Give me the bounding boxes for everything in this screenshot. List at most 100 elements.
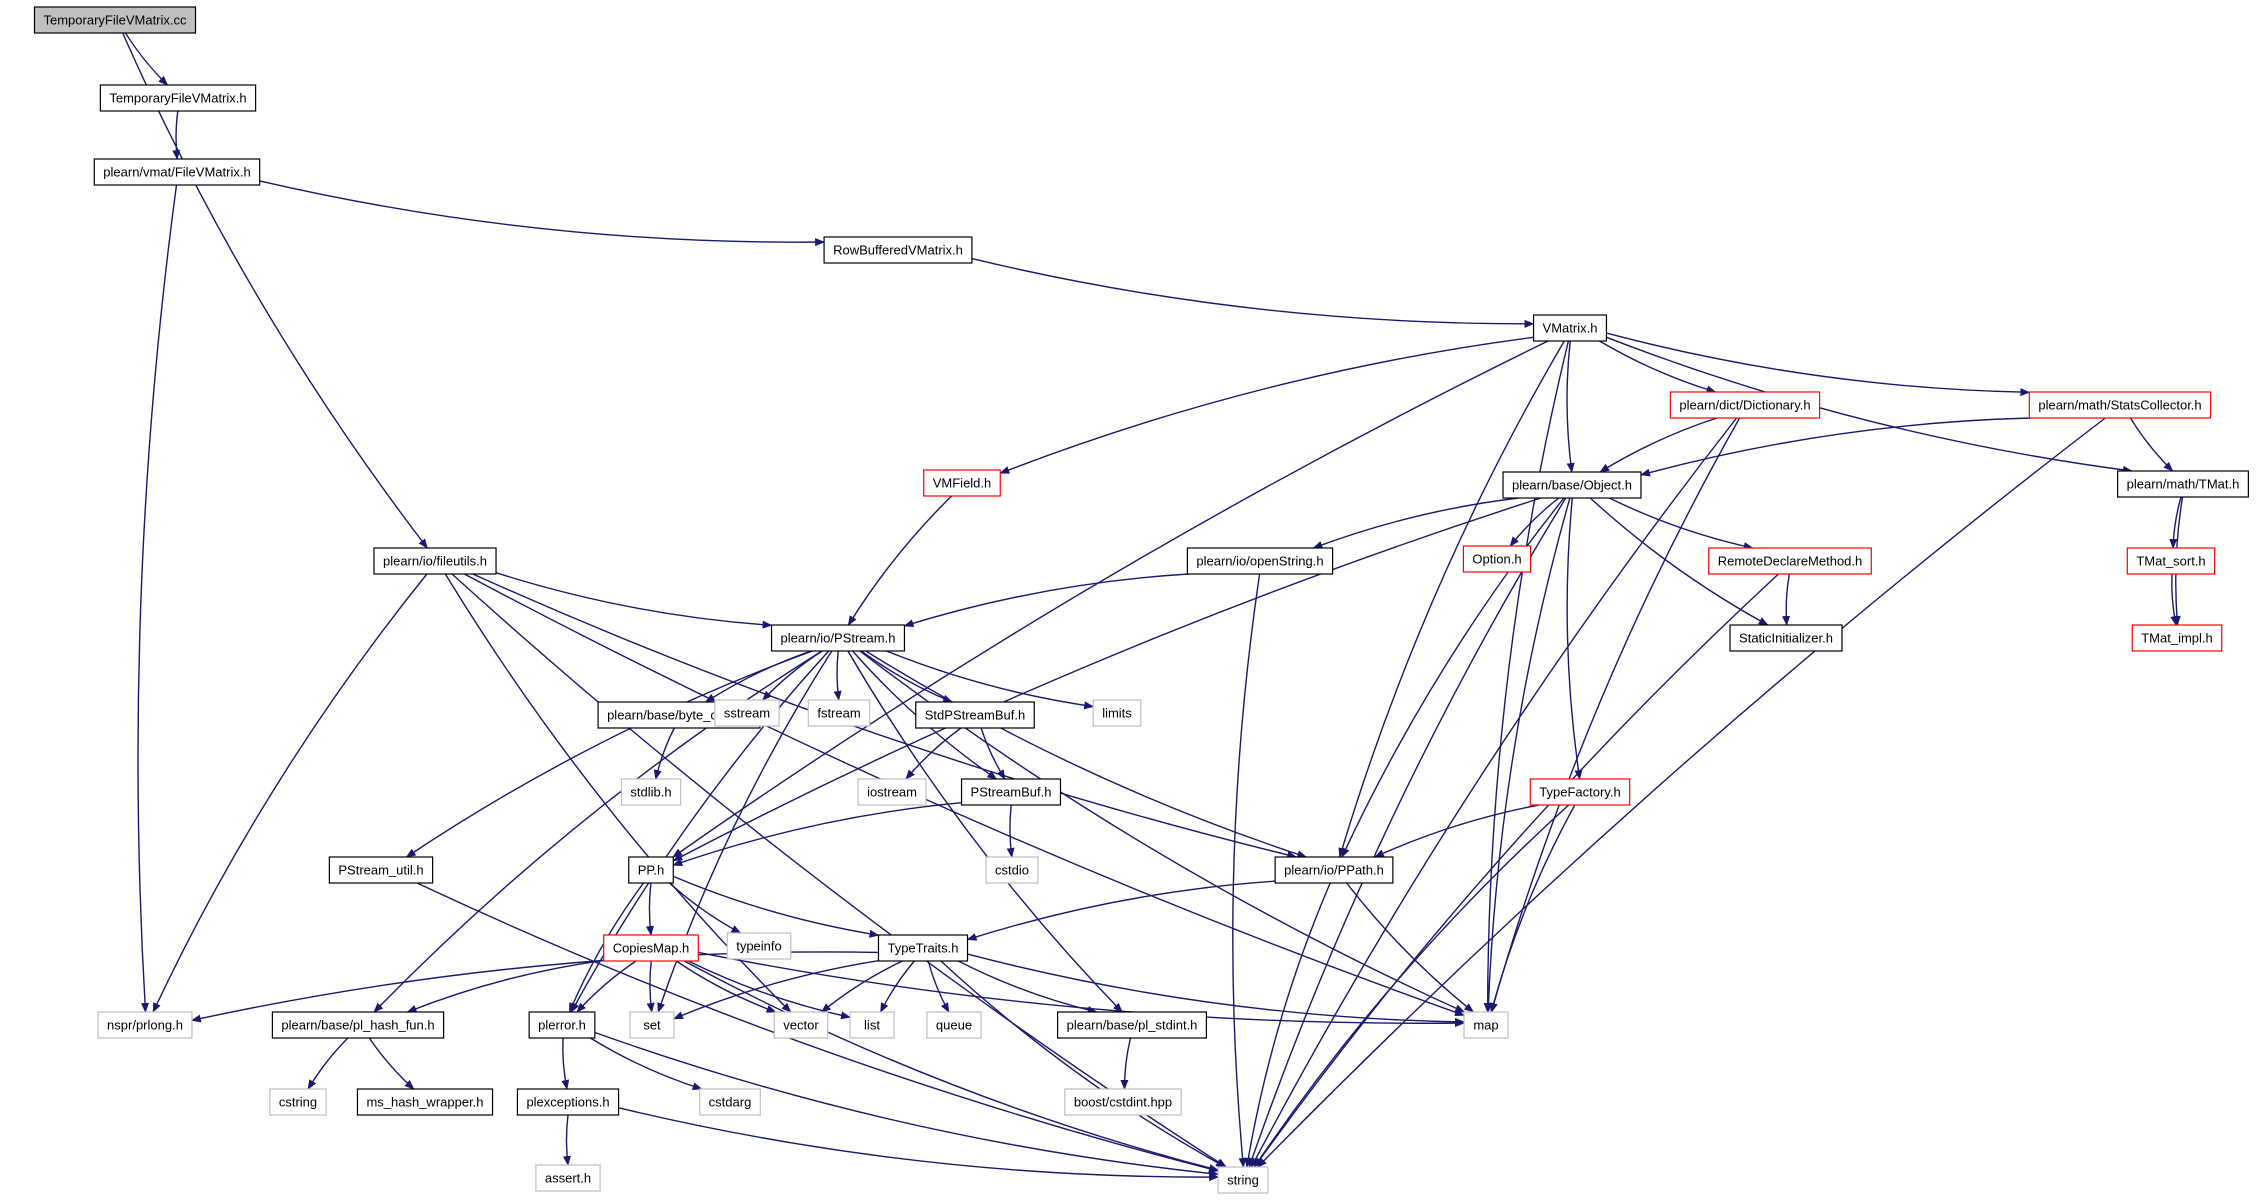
edge-plstdint-to-boostcstdint [1120, 1037, 1132, 1090]
node-label: fstream [817, 706, 860, 721]
node-box [2028, 391, 2212, 419]
node-label: set [643, 1018, 661, 1033]
node-label: nspr/prlong.h [107, 1018, 183, 1033]
node-box [33, 6, 197, 34]
node-tmat[interactable]: plearn/math/TMat.h [2117, 470, 2249, 498]
node-stdpsbuf[interactable]: StdPStreamBuf.h [915, 701, 1035, 729]
edge-typetraits-to-vector [820, 960, 903, 1013]
node-plerror[interactable]: plerror.h [528, 1011, 596, 1039]
node-tmatimpl[interactable]: TMat_impl.h [2131, 624, 2223, 652]
node-plstdint[interactable]: plearn/base/pl_stdint.h [1056, 1011, 1208, 1039]
node-rowbuf[interactable]: RowBufferedVMatrix.h [823, 236, 973, 264]
edge-vmatrix-to-vmfield [999, 336, 1534, 474]
node-statscoll[interactable]: plearn/math/StatsCollector.h [2028, 391, 2212, 419]
node-fileutils[interactable]: plearn/io/fileutils.h [373, 547, 497, 575]
node-label: plearn/math/StatsCollector.h [2038, 398, 2201, 413]
node-ppath[interactable]: plearn/io/PPath.h [1274, 856, 1394, 884]
node-openstring[interactable]: plearn/io/openString.h [1186, 547, 1334, 575]
node-vmatrix[interactable]: VMatrix.h [1532, 314, 1608, 342]
node-box [271, 1011, 445, 1039]
node-plhash[interactable]: plearn/base/pl_hash_fun.h [271, 1011, 445, 1039]
node-label: string [1227, 1173, 1259, 1188]
node-copiesmap[interactable]: CopiesMap.h [603, 934, 699, 962]
node-vmfield[interactable]: VMField.h [923, 469, 1001, 497]
edge-typetraits-to-map [967, 953, 1465, 1026]
node-psutil[interactable]: PStream_util.h [328, 856, 434, 884]
edge-vmfield-to-pstream [847, 495, 953, 626]
node-prlong[interactable]: nspr/prlong.h [97, 1011, 193, 1039]
edge-rowbuf-to-vmatrix [971, 257, 1535, 328]
node-box [1092, 699, 1142, 727]
node-queue[interactable]: queue [926, 1011, 982, 1039]
edge-pstream-to-plstdint [847, 650, 1123, 1013]
node-filevmatrix[interactable]: plearn/vmat/FileVMatrix.h [93, 158, 261, 186]
node-boostcstdint[interactable]: boost/cstdint.hpp [1064, 1088, 1182, 1116]
edge-openstring-to-string [1232, 573, 1261, 1168]
edge-ppath-to-string [1244, 882, 1331, 1168]
edge-fileutils-to-string [451, 573, 1227, 1168]
node-string[interactable]: string [1217, 1166, 1269, 1194]
node-label: plearn/io/PStream.h [781, 631, 896, 646]
edge-tmat-to-tmatsort [2169, 496, 2182, 549]
node-assert[interactable]: assert.h [535, 1164, 601, 1192]
edge-tmatsort-to-tmatimpl [2170, 573, 2179, 626]
node-iostream[interactable]: iostream [857, 778, 927, 806]
node-tfvm_h[interactable]: TemporaryFileVMatrix.h [99, 84, 257, 112]
node-stdlib[interactable]: stdlib.h [620, 778, 682, 806]
node-box [1708, 547, 1872, 575]
node-object[interactable]: plearn/base/Object.h [1502, 471, 1642, 499]
node-map[interactable]: map [1463, 1011, 1509, 1039]
node-option[interactable]: Option.h [1462, 545, 1532, 573]
node-box [1186, 547, 1334, 575]
node-mshash[interactable]: ms_hash_wrapper.h [356, 1088, 494, 1116]
node-cstdio[interactable]: cstdio [985, 856, 1039, 884]
node-typeinfo[interactable]: typeinfo [726, 932, 792, 960]
node-box [93, 158, 261, 186]
node-label: typeinfo [736, 939, 782, 954]
node-label: TMat_impl.h [2141, 631, 2213, 646]
node-cstring[interactable]: cstring [269, 1088, 327, 1116]
edge-dictionary-to-object [1599, 417, 1718, 473]
node-psbuf[interactable]: PStreamBuf.h [960, 778, 1062, 806]
node-typefactory[interactable]: TypeFactory.h [1529, 778, 1631, 806]
node-label: cstdarg [709, 1095, 752, 1110]
node-box [1532, 314, 1608, 342]
node-pp[interactable]: PP.h [628, 856, 674, 884]
node-box [726, 932, 792, 960]
node-box [923, 469, 1001, 497]
edge-typefactory-to-ppath [1374, 804, 1540, 858]
node-dictionary[interactable]: plearn/dict/Dictionary.h [1669, 391, 1821, 419]
node-vector[interactable]: vector [773, 1011, 829, 1039]
node-sstream[interactable]: sstream [714, 699, 780, 727]
node-pstream[interactable]: plearn/io/PStream.h [770, 624, 906, 652]
node-box [97, 1011, 193, 1039]
node-root[interactable]: TemporaryFileVMatrix.cc [33, 6, 197, 34]
node-staticinit[interactable]: StaticInitializer.h [1729, 624, 1843, 652]
node-label: plearn/dict/Dictionary.h [1679, 398, 1810, 413]
node-fstream[interactable]: fstream [807, 699, 871, 727]
node-box [269, 1088, 327, 1116]
edge-typetraits-to-queue [927, 960, 950, 1013]
edge-object-to-typefactory [1566, 497, 1583, 780]
node-list[interactable]: list [849, 1011, 895, 1039]
node-remotedecl[interactable]: RemoteDeclareMethod.h [1708, 547, 1872, 575]
edge-stdpsbuf-to-iostream [905, 727, 962, 780]
node-box [2131, 624, 2223, 652]
edge-dictionary-to-string [1250, 417, 1738, 1168]
node-limits[interactable]: limits [1092, 699, 1142, 727]
node-label: StaticInitializer.h [1739, 631, 1833, 646]
edge-fileutils-to-prlong [152, 573, 428, 1013]
node-tmatsort[interactable]: TMat_sort.h [2126, 547, 2216, 575]
node-label: cstdio [995, 863, 1029, 878]
node-plexceptions[interactable]: plexceptions.h [516, 1088, 620, 1116]
edge-pp-to-typeinfo [669, 882, 742, 934]
node-label: RemoteDeclareMethod.h [1718, 554, 1863, 569]
node-label: TemporaryFileVMatrix.h [109, 91, 246, 106]
node-box [770, 624, 906, 652]
node-box [857, 778, 927, 806]
node-typetraits[interactable]: TypeTraits.h [877, 934, 969, 962]
node-box [877, 934, 969, 962]
node-cstdarg[interactable]: cstdarg [699, 1088, 761, 1116]
node-set[interactable]: set [629, 1011, 675, 1039]
node-box [1274, 856, 1394, 884]
